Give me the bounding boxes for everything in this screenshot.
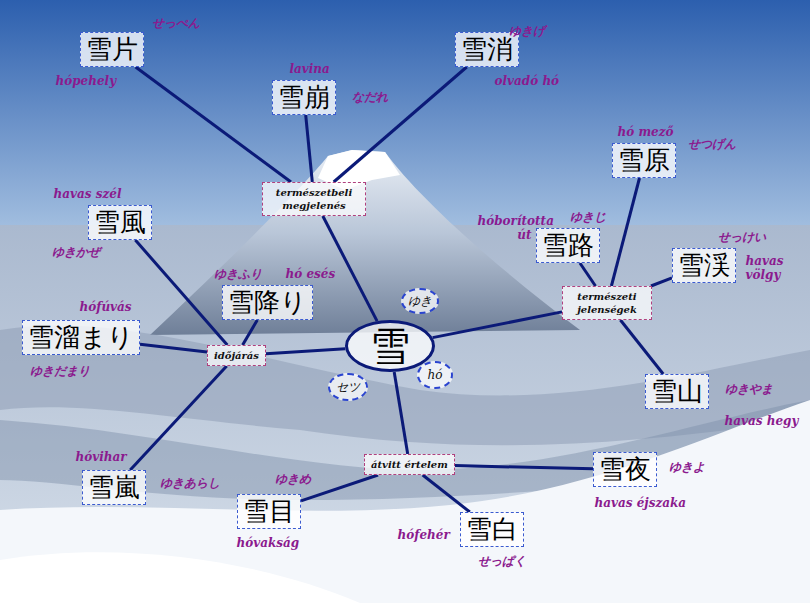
kanji-text: 雪嵐	[88, 471, 140, 504]
meaning-label: havas hegy	[725, 414, 799, 428]
kanji-text: 雪目	[243, 495, 295, 528]
reading-label: せっぱく	[478, 554, 526, 568]
kanji-text: 雪渓	[678, 249, 730, 282]
kanji-text: 雪降り	[228, 286, 307, 319]
reading-label: ゆきやま	[725, 382, 773, 396]
connector-line	[423, 475, 470, 512]
kanji-box: 雪山ゆきやまhavas hegy	[645, 374, 709, 409]
kanji-text: 雪山	[651, 375, 703, 408]
meaning-label: olvadó hó	[495, 74, 560, 88]
node-text: hó	[428, 368, 443, 382]
reading-circle: セツ	[328, 373, 368, 401]
kanji-text: 雪消	[461, 33, 513, 66]
reading-label: ゆきじ	[570, 210, 606, 224]
connector-line	[611, 178, 639, 286]
connector-line	[140, 344, 207, 352]
meaning-label: hóborította út	[478, 214, 532, 242]
node-text: átvitt értelem	[371, 458, 448, 471]
category-box: átvitt értelem	[364, 454, 455, 475]
node-text: természetbeli megjelenés	[269, 186, 359, 212]
meaning-label: hó esés	[286, 267, 336, 281]
connector-line	[394, 372, 408, 454]
kanji-box: 雪渓せっけいhavas völgy	[672, 248, 736, 283]
kanji-text: 雪崩	[278, 81, 330, 114]
reading-label: ゆきふり	[214, 267, 262, 281]
kanji-box: 雪嵐hóviharゆきあらし	[82, 470, 146, 505]
reading-label: せっぺん	[152, 16, 200, 30]
kanji-box: 雪消ゆきげolvadó hó	[455, 32, 519, 67]
kanji-text: 雪溜まり	[28, 321, 134, 354]
connector-line	[130, 366, 227, 470]
reading-label: せっけい	[718, 230, 766, 244]
kanji-text: 雪路	[542, 229, 594, 262]
meaning-label: hópehely	[56, 74, 117, 88]
kanji-box: 雪白hófehérせっぱく	[460, 512, 524, 547]
meaning-label: havas völgy	[746, 254, 790, 282]
kanji-box: 雪風havas szélゆきかぜ	[88, 205, 152, 240]
reading-label: ゆきだまり	[30, 364, 90, 378]
kanji-box: 雪降りゆきふりhó esés	[222, 285, 313, 320]
kanji-box: 雪原hó mezőせつげん	[612, 143, 676, 178]
node-text: セツ	[336, 380, 360, 394]
reading-label: なだれ	[352, 90, 388, 104]
connector-line	[266, 349, 345, 354]
reading-label: ゆきあらし	[160, 476, 220, 490]
connector-line	[306, 115, 313, 182]
kanji-box: 雪溜まりhófúvásゆきだまり	[22, 320, 140, 355]
reading-label: せつげん	[688, 137, 736, 151]
reading-label: ゆきよ	[669, 460, 705, 474]
connector-line	[135, 240, 227, 345]
reading-circle: ゆき	[401, 288, 439, 314]
kanji-box: 雪崩lavinaなだれ	[272, 80, 336, 115]
meaning-label: havas éjszaka	[595, 496, 687, 510]
category-box: időjárás	[207, 345, 266, 366]
meaning-label: hó mező	[618, 125, 674, 139]
meaning-label: havas szél	[54, 187, 122, 201]
reading-label: ゆきめ	[275, 472, 311, 486]
reading-label: ゆきかぜ	[52, 245, 100, 259]
kanji-text: 雪	[370, 324, 410, 368]
node-text: ゆき	[408, 294, 432, 308]
category-box: természetbeli megjelenés	[262, 182, 366, 216]
connector-line	[651, 278, 672, 286]
kanji-text: 雪風	[94, 206, 146, 239]
kanji-text: 雪片	[86, 33, 138, 66]
connector-line	[433, 312, 562, 338]
meaning-label: hóvihar	[76, 450, 127, 464]
kanji-text: 雪原	[618, 144, 670, 177]
category-box: természeti jelenségek	[562, 286, 652, 320]
kanji-box: 雪目ゆきめhóvakság	[237, 494, 301, 529]
connector-line	[580, 263, 596, 286]
node-text: időjárás	[214, 349, 259, 362]
kanji-box: 雪夜ゆきよhavas éjszaka	[593, 452, 657, 487]
reading-label: ゆきげ	[509, 24, 545, 38]
reading-circle: hó	[417, 361, 453, 389]
meaning-label: hófehér	[398, 528, 450, 542]
kanji-box: 雪路hóborította útゆきじ	[536, 228, 600, 263]
connector-line	[334, 67, 467, 182]
kanji-text: 雪夜	[599, 453, 651, 486]
meaning-label: lavina	[290, 62, 330, 76]
connector-line	[301, 475, 378, 501]
connector-line	[455, 466, 593, 469]
connector-line	[243, 320, 258, 345]
meaning-label: hóvakság	[237, 536, 300, 550]
kanji-text: 雪白	[466, 513, 518, 546]
connector-line	[136, 67, 291, 182]
meaning-label: hófúvás	[80, 300, 132, 314]
node-text: természeti jelenségek	[569, 290, 645, 316]
kanji-box: 雪片せっぺんhópehely	[80, 32, 144, 67]
connector-line	[620, 320, 663, 374]
